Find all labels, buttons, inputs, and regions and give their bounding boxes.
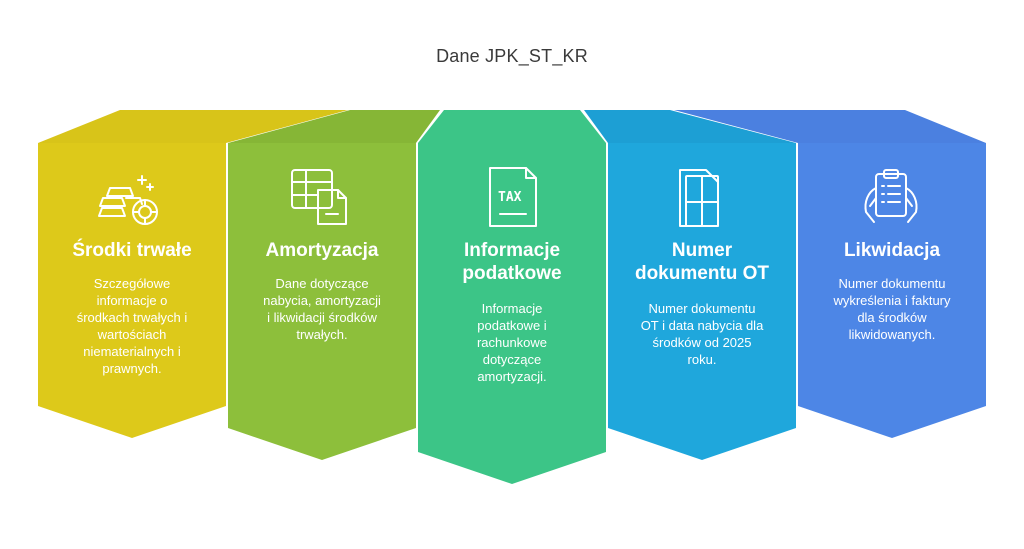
card-heading: podatkowe	[462, 263, 561, 284]
card-description-line: rachunkowe	[477, 335, 547, 350]
card-description-line: środkach trwałych i	[77, 310, 188, 325]
card-description-line: dla środków	[857, 310, 927, 325]
card-top-yellow	[38, 110, 348, 143]
card-description-line: niematerialnych i	[83, 344, 181, 359]
card-description-line: i likwidacji środków	[267, 310, 377, 325]
card-heading: Amortyzacja	[266, 240, 379, 261]
card-top-green-light	[228, 110, 440, 143]
table-document-icon	[291, 169, 347, 225]
card-heading: Informacje	[464, 240, 560, 261]
clipboard-hands-icon	[864, 169, 918, 223]
card-description-line: trwałych.	[296, 327, 347, 342]
card-description-line: amortyzacji.	[477, 369, 546, 384]
card-heading: Likwidacja	[844, 240, 941, 261]
card-top-blue	[674, 110, 986, 143]
card-body-blue-light	[608, 143, 796, 460]
svg-text:TAX: TAX	[498, 190, 522, 205]
card-description-line: nabycia, amortyzacji	[263, 293, 381, 308]
card-description-line: informacje o	[97, 293, 168, 308]
card-description-line: Szczegółowe	[94, 276, 171, 291]
card-description-line: wykreślenia i faktury	[832, 293, 951, 308]
documents-stack-icon	[679, 169, 719, 227]
card-description-line: Dane dotyczące	[275, 276, 368, 291]
card-body-yellow	[38, 143, 226, 438]
card-description-line: prawnych.	[102, 361, 161, 376]
card-body-blue	[798, 143, 986, 438]
card-description-line: dotyczące	[483, 352, 542, 367]
tax-document-icon: TAX	[489, 167, 537, 227]
card-top-green	[418, 110, 606, 143]
gold-bars-icon	[98, 175, 158, 225]
card-description-line: likwidowanych.	[849, 327, 936, 342]
card-description-line: wartościach	[97, 327, 167, 342]
diagram-title: Dane JPK_ST_KR	[436, 46, 588, 66]
card-body-green-light	[228, 143, 416, 460]
card-description-line: podatkowe i	[477, 318, 546, 333]
card-heading: Numer	[672, 240, 733, 261]
card-body-green	[418, 143, 606, 484]
card-top-blue-light	[584, 110, 796, 143]
card-description-line: Numer dokumentu	[649, 301, 756, 316]
card-description-line: OT i data nabycia dla	[641, 318, 764, 333]
card-heading: Środki trwałe	[72, 239, 191, 261]
card-description-line: Numer dokumentu	[839, 276, 946, 291]
card-heading: dokumentu OT	[635, 263, 769, 284]
card-description-line: roku.	[688, 352, 717, 367]
card-description-line: środków od 2025	[652, 335, 751, 350]
card-description-line: Informacje	[482, 301, 543, 316]
